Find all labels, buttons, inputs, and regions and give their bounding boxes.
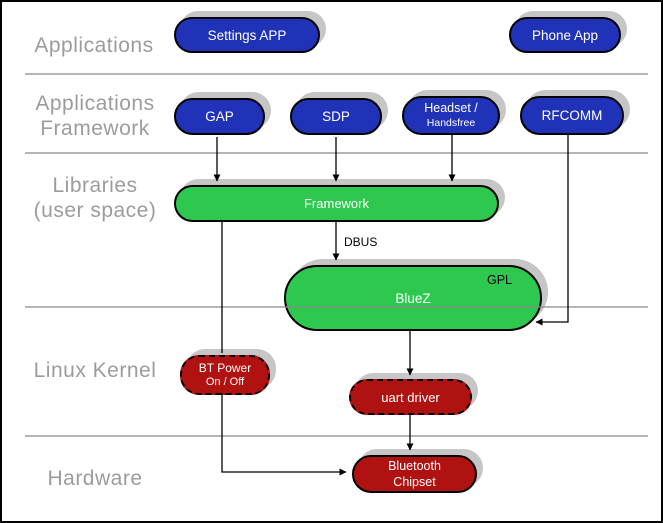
- node-headset-handsfree: Headset / Handsfree: [402, 96, 500, 135]
- layer-label-linux-kernel: Linux Kernel: [33, 359, 157, 382]
- node-uart-driver: uart driver: [349, 379, 472, 415]
- layer-label-libraries-user-space: Libraries (user space): [33, 174, 157, 223]
- node-bt-power-label-line2: On / Off: [205, 375, 245, 388]
- node-framework-label: Framework: [303, 196, 369, 211]
- node-bt-power-label-line1: BT Power: [198, 360, 252, 375]
- node-bluez-label: BlueZ: [395, 290, 431, 306]
- node-settings-app: Settings APP: [174, 17, 320, 53]
- node-sdp-label: SDP: [322, 109, 350, 124]
- node-bt-power-on-off: BT Power On / Off: [180, 355, 270, 395]
- node-phone-app-label: Phone App: [531, 27, 599, 43]
- node-rfcomm: RFCOMM: [520, 96, 624, 135]
- node-settings-app-label: Settings APP: [207, 27, 287, 43]
- layer-label-hardware: Hardware: [47, 467, 143, 490]
- node-bluetooth-chipset-label-line1: Bluetooth: [388, 458, 441, 473]
- gpl-badge: GPL: [486, 273, 512, 287]
- edge-framework-to-chipset-lower: [221, 393, 347, 476]
- node-headset-label-line2: Handsfree: [426, 117, 476, 130]
- node-bluetooth-chipset-label-line2: Chipset: [393, 475, 436, 489]
- node-phone-app: Phone App: [509, 17, 621, 53]
- node-bluetooth-chipset: Bluetooth Chipset: [352, 455, 477, 493]
- node-gap: GAP: [174, 98, 265, 135]
- edge-label-dbus: DBUS: [344, 235, 378, 249]
- node-bluez: GPL BlueZ: [284, 265, 542, 331]
- node-rfcomm-label: RFCOMM: [541, 108, 603, 123]
- node-framework: Framework: [174, 185, 499, 222]
- node-sdp: SDP: [290, 98, 382, 135]
- layer-label-applications: Applications: [34, 34, 154, 57]
- node-headset-label-line1: Headset /: [424, 101, 478, 116]
- node-uart-driver-label: uart driver: [381, 389, 440, 405]
- layer-label-applications-framework: Applications Framework: [35, 92, 155, 141]
- node-gap-label: GAP: [205, 109, 234, 124]
